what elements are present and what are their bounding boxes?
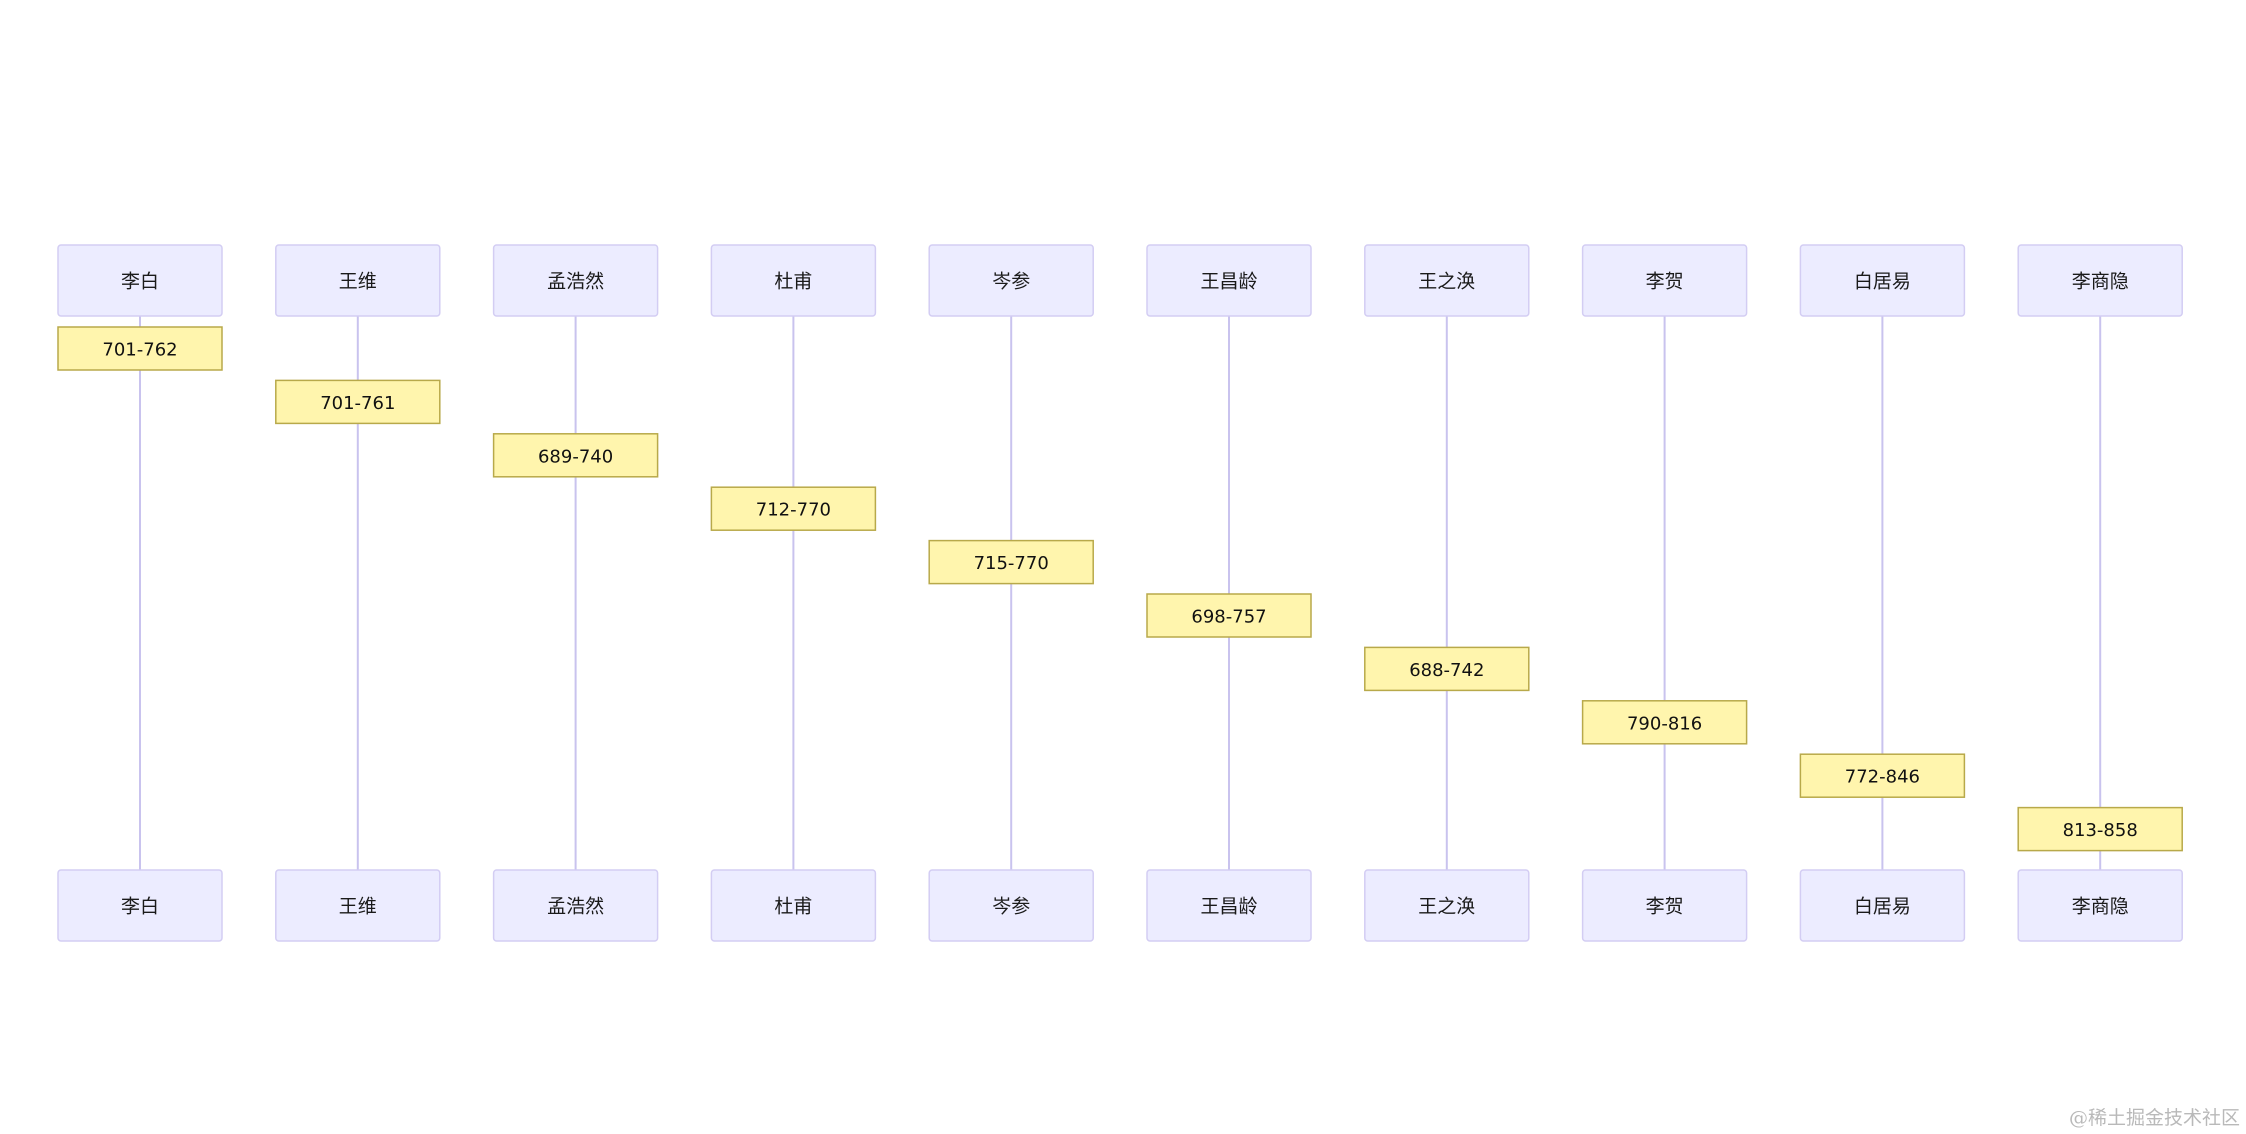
actor-label: 王之涣 (1418, 271, 1475, 293)
actor-box (2017, 244, 2183, 317)
note: 701-761 (275, 379, 441, 425)
note-box (1581, 700, 1748, 745)
actor-box (492, 244, 659, 317)
note: 813-858 (2017, 806, 2183, 852)
actor-box (1581, 869, 1748, 942)
note: 712-770 (710, 486, 877, 531)
note: 790-816 (1581, 700, 1748, 745)
actor-label: 李贺 (1646, 271, 1684, 293)
watermark: @稀土掘金技术社区 (2068, 1107, 2240, 1129)
note-label: 701-761 (320, 393, 395, 414)
actor-top: 岑参 (928, 244, 1094, 317)
actor-box (928, 869, 1094, 942)
actor-top: 李商隐 (2017, 244, 2183, 317)
actor-box (928, 244, 1094, 317)
actor-box (2017, 869, 2183, 942)
actor-top: 王维 (275, 244, 441, 317)
actor-top: 王昌龄 (1146, 244, 1312, 317)
note-label: 689-740 (538, 446, 613, 467)
note-box (2017, 806, 2183, 852)
actor-label: 王昌龄 (1200, 896, 1257, 918)
actor-bottom: 李白 (57, 869, 223, 942)
actor-label: 王维 (339, 896, 377, 918)
actor-box (492, 869, 659, 942)
note-box (928, 539, 1094, 585)
actor-bottom: 白居易 (1799, 869, 1966, 942)
actor-box (1581, 244, 1748, 317)
actor-box (275, 244, 441, 317)
actor-box (57, 869, 223, 942)
note: 772-846 (1799, 753, 1966, 798)
note: 701-762 (57, 326, 223, 371)
actor-label: 孟浩然 (547, 271, 604, 293)
actor-label: 岑参 (992, 896, 1030, 918)
note-box (57, 326, 223, 371)
actor-bottom: 李商隐 (2017, 869, 2183, 942)
actor-top: 王之涣 (1364, 244, 1530, 317)
actor-box (1799, 869, 1966, 942)
actor-bottom: 李贺 (1581, 869, 1748, 942)
actor-box (57, 244, 223, 317)
note-label: 698-757 (1191, 607, 1266, 628)
note: 689-740 (492, 433, 659, 478)
actor-bottom: 王维 (275, 869, 441, 942)
note-label: 712-770 (756, 500, 831, 521)
actor-box (1364, 869, 1530, 942)
note-box (1364, 646, 1530, 692)
actor-top: 白居易 (1799, 244, 1966, 317)
note-label: 715-770 (974, 553, 1049, 574)
note: 715-770 (928, 539, 1094, 585)
actor-box (1364, 244, 1530, 317)
actor-top: 李贺 (1581, 244, 1748, 317)
note-box (1799, 753, 1966, 798)
note: 688-742 (1364, 646, 1530, 692)
actor-top: 李白 (57, 244, 223, 317)
note: 698-757 (1146, 593, 1312, 638)
note-label: 772-846 (1845, 767, 1920, 788)
actor-bottom: 岑参 (928, 869, 1094, 942)
actor-box (710, 869, 877, 942)
actor-label: 王昌龄 (1200, 271, 1257, 293)
note-label: 790-816 (1627, 713, 1702, 734)
actor-bottom: 王之涣 (1364, 869, 1530, 942)
note-box (710, 486, 877, 531)
actor-box (1146, 869, 1312, 942)
actor-top: 孟浩然 (492, 244, 659, 317)
actor-bottom: 孟浩然 (492, 869, 659, 942)
actor-label: 李白 (121, 896, 159, 918)
note-box (275, 379, 441, 425)
note-box (492, 433, 659, 478)
actor-box (1799, 244, 1966, 317)
actor-label: 李商隐 (2072, 896, 2129, 918)
actor-box (1146, 244, 1312, 317)
note-label: 813-858 (2063, 820, 2138, 841)
actor-label: 岑参 (992, 271, 1030, 293)
actor-label: 白居易 (1854, 271, 1911, 293)
actor-bottom: 王昌龄 (1146, 869, 1312, 942)
actor-label: 孟浩然 (547, 896, 604, 918)
actor-label: 王之涣 (1418, 896, 1475, 918)
actor-label: 杜甫 (774, 896, 812, 918)
actor-top: 杜甫 (710, 244, 877, 317)
note-label: 688-742 (1409, 660, 1484, 681)
actor-label: 李贺 (1646, 896, 1684, 918)
actor-label: 李商隐 (2072, 271, 2129, 293)
actor-label: 杜甫 (774, 271, 812, 293)
actor-label: 王维 (339, 271, 377, 293)
actor-box (275, 869, 441, 942)
actor-box (710, 244, 877, 317)
note-label: 701-762 (102, 340, 177, 361)
note-box (1146, 593, 1312, 638)
actor-bottom: 杜甫 (710, 869, 877, 942)
actor-label: 李白 (121, 271, 159, 293)
actor-label: 白居易 (1854, 896, 1911, 918)
